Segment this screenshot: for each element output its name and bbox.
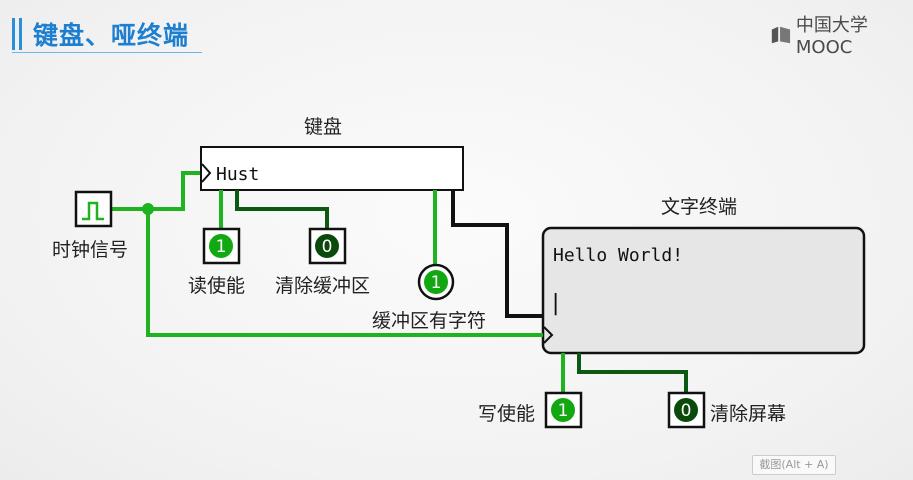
data-wire — [451, 190, 543, 318]
clear-screen-label: 清除屏幕 — [710, 403, 787, 425]
clock-waveform-icon — [82, 201, 104, 221]
clear-screen-pin-led — [674, 398, 698, 422]
keyboard-clock-triangle — [201, 163, 212, 183]
terminal-cursor: | — [549, 291, 562, 316]
clear-buffer-wire — [235, 190, 329, 229]
logo-text: 中国大学MOOC — [795, 15, 868, 58]
keyboard-label: 键盘 — [304, 116, 343, 138]
write-enable-label: 写使能 — [478, 403, 536, 425]
terminal-text: Hello World! — [553, 245, 683, 266]
title-bars-icon — [12, 18, 28, 50]
clock-wire-keyboard — [111, 171, 200, 211]
buffer-has-char-led — [424, 270, 448, 294]
terminal-box[interactable] — [541, 226, 866, 355]
screenshot-hint[interactable]: 截图(Alt + A) — [752, 455, 836, 475]
clock-label: 时钟信号 — [52, 239, 129, 261]
clear-buffer-pin-led — [315, 234, 339, 258]
terminal-label: 文字终端 — [661, 196, 738, 218]
read-enable-pin-led — [209, 234, 233, 258]
buffer-has-char-value: 1 — [431, 273, 442, 293]
clear-screen-wire — [577, 353, 688, 393]
clear-screen-pin-value: 0 — [681, 401, 692, 421]
mooc-logo: 中国大学MOOC — [770, 11, 913, 58]
read-enable-label: 读使能 — [188, 275, 246, 297]
clock-junction — [142, 203, 154, 215]
page-title: 键盘、哑终端 — [33, 21, 190, 50]
clear-buffer-label: 清除缓冲区 — [275, 275, 371, 297]
write-enable-pin-led — [551, 398, 575, 422]
buffer-has-char-label: 缓冲区有字符 — [372, 310, 487, 332]
clock-source-box[interactable] — [74, 190, 113, 228]
mooc-logo-icon — [771, 26, 791, 43]
terminal-clock-triangle — [543, 326, 554, 344]
clock-wire-terminal — [146, 209, 543, 337]
title-underline — [12, 52, 202, 53]
read-enable-pin-value: 1 — [216, 237, 227, 257]
clear-buffer-pin-value: 0 — [322, 237, 333, 257]
keyboard-box[interactable] — [200, 146, 464, 191]
keyboard-content: Hust — [216, 164, 259, 185]
page-header: 键盘、哑终端 中国大学MOOC — [0, 0, 913, 62]
write-enable-pin-value: 1 — [558, 401, 569, 421]
